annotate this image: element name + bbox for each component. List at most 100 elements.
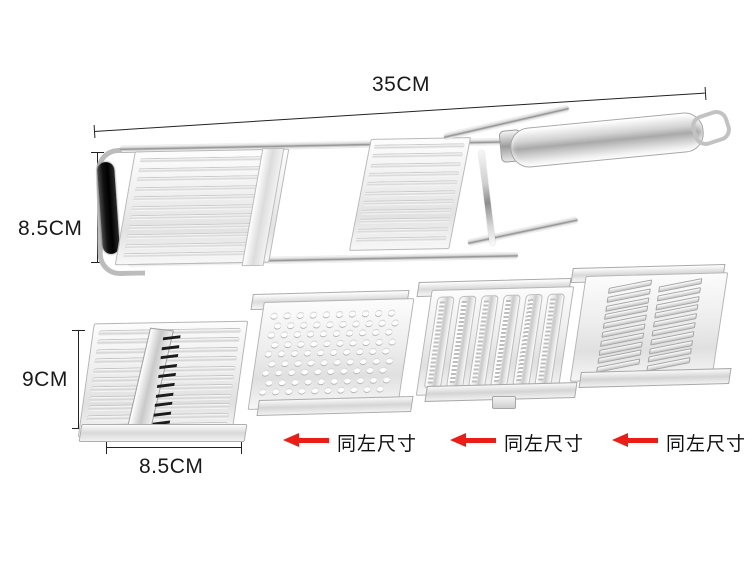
- grater-hole: [267, 331, 276, 338]
- grater-hole: [271, 340, 279, 348]
- dimension-label-plate-width: 8.5CM: [139, 455, 204, 478]
- julienne-rod-serration: [515, 299, 534, 382]
- annotation-label-1: 同左尺寸: [337, 433, 418, 455]
- blade-plate-grater-bottom-rail: [256, 395, 414, 417]
- grater-hole: [371, 328, 380, 336]
- dimension-tick-plate-width-left: [106, 441, 107, 454]
- grater-hole: [356, 376, 365, 383]
- grater-hole: [283, 312, 292, 319]
- grater-hole: [343, 376, 352, 384]
- grater-hole: [274, 369, 283, 376]
- grater-hole: [346, 357, 355, 365]
- grater-hole: [369, 347, 377, 355]
- grater-hole: [378, 319, 387, 326]
- grater-hole: [333, 358, 342, 365]
- blade-tooth: [161, 344, 180, 350]
- slicing-rib: [355, 236, 447, 243]
- grater-hole: [280, 331, 289, 338]
- slicing-rib: [357, 226, 449, 234]
- grater-hole: [326, 367, 335, 375]
- grater-hole: [309, 311, 318, 318]
- grater-hole: [304, 377, 313, 385]
- grater-hole: [349, 338, 358, 346]
- mandoline-slicer-body: [92, 105, 735, 282]
- blade-tooth: [158, 373, 176, 379]
- grater-hole: [313, 320, 321, 328]
- grater-hole: [340, 367, 348, 374]
- grater-hole: [261, 369, 270, 376]
- grater-hole: [258, 388, 267, 395]
- grater-hole: [332, 329, 341, 337]
- grater-hole: [336, 339, 345, 346]
- grater-hole: [382, 347, 390, 354]
- dimension-tick-plate-width-right: [241, 441, 242, 454]
- annotation-arrow-1-icon: [283, 433, 329, 447]
- grater-hole: [268, 359, 277, 367]
- grater-hole: [358, 329, 367, 336]
- grater-hole: [374, 309, 383, 317]
- grater-hole: [359, 357, 368, 364]
- grater-hole: [307, 358, 316, 366]
- grater-hole: [355, 348, 364, 355]
- julienne-rod-serration: [471, 300, 490, 383]
- swing-arm-connector: [478, 149, 496, 247]
- grater-hole: [376, 385, 385, 392]
- grater-hole: [311, 387, 320, 394]
- grater-hole: [339, 320, 348, 327]
- grater-hole: [362, 338, 371, 345]
- blade-plate-julienne-tab: [492, 396, 516, 409]
- grater-hole: [326, 320, 335, 327]
- slotted-tooth-column: [596, 279, 653, 374]
- dimension-label-overall-length: 35CM: [372, 73, 431, 96]
- grater-hole: [323, 339, 332, 346]
- grater-hole: [379, 366, 388, 373]
- grater-hole: [382, 375, 391, 383]
- grater-hole: [348, 310, 357, 317]
- dimension-label-overall-width: 8.5CM: [18, 217, 83, 240]
- dimension-tick-plate-height-top: [72, 330, 85, 331]
- blade-plate-julienne: [415, 286, 575, 396]
- dimension-line-plate-height: [78, 330, 79, 428]
- grater-hole: [320, 358, 329, 365]
- slicing-rib: [371, 152, 464, 160]
- grater-hole: [293, 330, 302, 338]
- grater-hole: [317, 377, 326, 384]
- dimension-tick-width-top: [91, 152, 104, 153]
- dimension-tick-length-right: [704, 86, 707, 101]
- grater-hole: [345, 329, 354, 336]
- grater-hole: [297, 340, 306, 347]
- grater-hole: [284, 340, 293, 347]
- slicing-rib: [366, 180, 458, 187]
- slicing-rib: [373, 143, 465, 150]
- slicing-rib: [369, 161, 462, 169]
- grater-hole: [281, 359, 290, 366]
- blade-tooth: [159, 363, 178, 369]
- grater-hole: [286, 321, 295, 328]
- grater-hole: [375, 338, 384, 345]
- grater-hole: [310, 339, 319, 347]
- blade-plate-grater: [247, 298, 415, 410]
- grater-hole: [300, 368, 309, 375]
- grater-hole-grid: [258, 309, 403, 398]
- grater-hole: [290, 349, 299, 357]
- dimension-label-plate-height: 9CM: [22, 368, 68, 391]
- grater-hole: [391, 318, 400, 326]
- blade-tooth: [156, 382, 175, 388]
- grater-hole: [271, 388, 280, 395]
- grater-hole: [296, 311, 305, 319]
- grater-hole: [388, 337, 397, 345]
- annotation-label-3: 同左尺寸: [666, 433, 747, 455]
- dimension-tick-width-bottom: [91, 262, 104, 263]
- grater-hole: [294, 359, 303, 366]
- grater-hole: [306, 330, 315, 337]
- blade-plate-slotted-bottom-rail: [578, 368, 732, 388]
- slotted-tooth-column: [646, 278, 703, 372]
- grater-hole: [335, 310, 344, 318]
- blade-tooth: [154, 401, 173, 407]
- slicing-rib: [360, 208, 453, 215]
- grater-hole: [316, 349, 325, 356]
- grater-hole: [273, 321, 282, 329]
- grater-hole: [324, 386, 333, 394]
- grater-hole: [350, 386, 359, 393]
